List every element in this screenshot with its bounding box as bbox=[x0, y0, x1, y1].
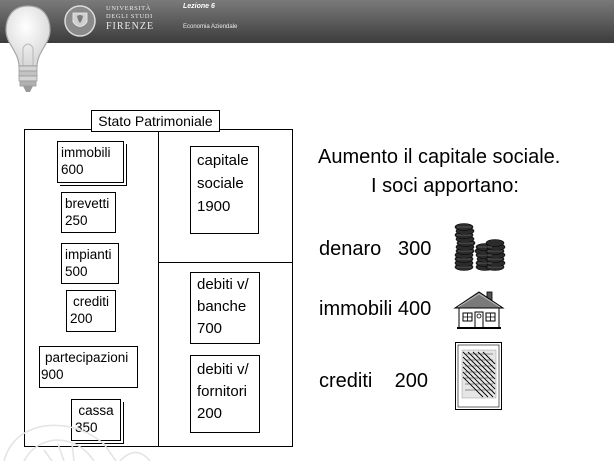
liability-line1: debiti v/ bbox=[197, 276, 249, 293]
asset-name: partecipazioni bbox=[45, 350, 129, 365]
asset-value: 900 bbox=[41, 367, 64, 382]
contribution-denaro: denaro 300 bbox=[319, 238, 432, 260]
house-icon bbox=[453, 291, 505, 329]
asset-impianti: impianti 500 bbox=[61, 243, 119, 284]
asset-name: brevetti bbox=[65, 196, 110, 211]
liability-line2: banche bbox=[197, 298, 247, 315]
liability-debiti-fornitori: debiti v/ fornitori 200 bbox=[190, 355, 260, 433]
university-name: UNIVERSITÀ DEGLI STUDI FIRENZE bbox=[106, 5, 154, 33]
contribution-immobili: immobili 400 bbox=[319, 298, 432, 320]
asset-partecipazioni: partecipazioni 900 bbox=[39, 346, 138, 388]
liability-line1: debiti v/ bbox=[197, 361, 249, 378]
university-line1: UNIVERSITÀ bbox=[106, 5, 151, 12]
light-bulb-icon bbox=[5, 5, 51, 92]
asset-value: 200 bbox=[70, 311, 93, 326]
course-name: Economia Aziendale bbox=[183, 24, 238, 30]
coins-icon bbox=[454, 223, 506, 271]
liability-line2: fornitori bbox=[197, 383, 248, 400]
header-bar bbox=[0, 0, 614, 43]
university-seal-icon bbox=[64, 5, 96, 37]
university-line2: DEGLI STUDI bbox=[106, 13, 153, 20]
asset-name: crediti bbox=[72, 294, 109, 309]
asset-name: impianti bbox=[65, 247, 112, 262]
equity-capitale-sociale: capitale sociale 1900 bbox=[190, 146, 259, 234]
liabilities-divider bbox=[158, 262, 292, 263]
liability-value: 200 bbox=[197, 405, 223, 422]
asset-cassa: cassa 350 bbox=[71, 399, 121, 441]
equity-line2: sociale bbox=[197, 175, 244, 192]
asset-brevetti: brevetti 250 bbox=[61, 192, 116, 233]
equity-line1: capitale bbox=[197, 152, 249, 169]
asset-name: immobili bbox=[61, 145, 111, 160]
liability-value: 700 bbox=[197, 320, 223, 337]
university-line3: FIRENZE bbox=[106, 21, 155, 32]
asset-value: 600 bbox=[61, 162, 84, 177]
contribution-crediti: crediti 200 bbox=[319, 370, 428, 392]
watermark-seal-icon bbox=[3, 424, 151, 461]
balance-sheet-divider bbox=[158, 129, 159, 446]
balance-sheet-title: Stato Patrimoniale bbox=[91, 110, 220, 132]
heading-aumento: Aumento il capitale sociale. bbox=[318, 146, 561, 168]
asset-crediti: crediti 200 bbox=[66, 290, 116, 332]
lesson-title: Lezione 6 bbox=[183, 3, 215, 10]
heading-soci: I soci apportano: bbox=[371, 175, 519, 197]
asset-value: 350 bbox=[75, 420, 98, 435]
asset-immobili: immobili 600 bbox=[57, 141, 124, 183]
document-icon bbox=[455, 342, 502, 410]
asset-name: cassa bbox=[78, 403, 114, 418]
asset-value: 500 bbox=[65, 264, 88, 279]
asset-value: 250 bbox=[65, 213, 88, 228]
liability-debiti-banche: debiti v/ banche 700 bbox=[190, 272, 260, 344]
equity-value: 1900 bbox=[197, 198, 231, 215]
